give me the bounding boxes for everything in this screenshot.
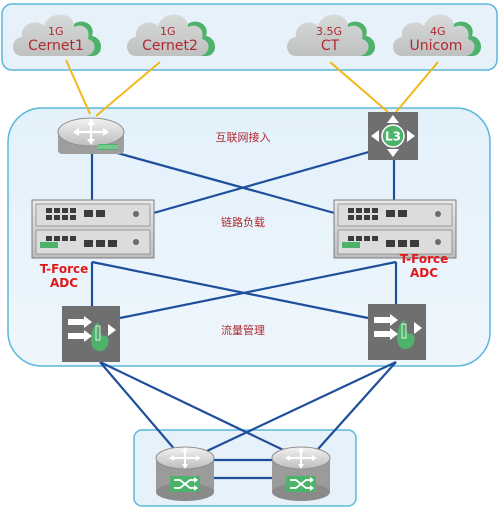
cloud-speed: 4G [430, 25, 446, 38]
cloud-speed: 3.5G [316, 25, 342, 38]
links [90, 144, 398, 480]
cloud-speed: 1G [48, 25, 64, 38]
adc-label-right-line2: ADC [410, 266, 438, 280]
link-l3-adc-left [149, 144, 391, 216]
cloud-cernet2: 1G Cernet2 [127, 14, 215, 56]
link-router-adc-right [91, 144, 339, 216]
adc-label-left-line2: ADC [50, 276, 78, 290]
adc-label-right-line1: T-Force [400, 252, 449, 266]
adc-chassis-left [31, 199, 155, 259]
zone-label-internet-access: 互联网接入 [216, 131, 271, 144]
zone-label-traffic-management: 流量管理 [221, 323, 265, 337]
traffic-manager-right-icon [368, 304, 426, 360]
traffic-manager-left-icon [62, 306, 120, 362]
cloud-ct: 3.5G CT [287, 14, 375, 56]
uplink-ct [329, 61, 389, 113]
core-switch-left-icon [155, 446, 215, 501]
link-tmleft-sw-right [99, 361, 301, 459]
cloud-name: Cernet2 [142, 38, 198, 54]
cloud-name: CT [321, 38, 340, 54]
uplink-cernet1 [65, 59, 91, 115]
core-switch-right-icon [271, 446, 331, 501]
cloud-speed: 1G [160, 25, 176, 38]
cloud-name: Unicom [410, 38, 463, 54]
adc-chassis-right [333, 199, 457, 259]
adc-label-left-line1: T-Force [40, 262, 89, 276]
link-adcleft-tm-right [91, 260, 369, 320]
cloud-cernet1: 1G Cernet1 [13, 14, 101, 56]
l3-switch-icon: L3 [368, 112, 418, 160]
l3-badge: L3 [385, 130, 401, 144]
link-tmleft-sw-left [99, 361, 183, 459]
uplinks [65, 59, 439, 117]
link-tmright-sw-right [309, 361, 397, 459]
link-adcright-tm-left [119, 260, 397, 320]
core-panel [7, 107, 491, 367]
uplink-unicom [395, 61, 439, 113]
cloud-name: Cernet1 [28, 38, 84, 54]
router-icon [57, 117, 125, 154]
internet-panel [1, 3, 498, 71]
link-tmright-sw-left [191, 361, 397, 459]
cloud-unicom: 4G Unicom [393, 14, 481, 56]
zone-label-link-balancing: 链路负载 [221, 215, 265, 229]
uplink-cernet2 [95, 61, 161, 117]
